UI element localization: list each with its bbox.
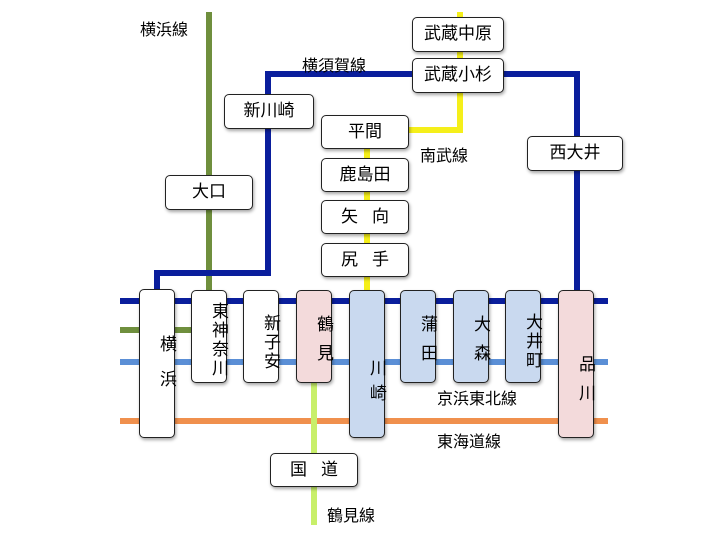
station-omori: 大森: [453, 290, 490, 383]
station-yokohama: 横浜: [139, 289, 176, 438]
label-nambu-line: 南武線: [420, 146, 469, 165]
label-yokosuka-line: 横須賀線: [302, 56, 367, 75]
label-yokohama-line: 横浜線: [140, 20, 189, 39]
station-shitte: 尻手: [321, 243, 409, 277]
station-shin-koyasu: 新子安: [243, 290, 280, 383]
station-kashimada: 鹿島田: [321, 158, 409, 192]
station-nishi-oi: 西大井: [527, 136, 623, 171]
station-hirama: 平間: [321, 115, 409, 149]
yokosuka-line: [154, 71, 580, 292]
station-kokudo: 国道: [270, 453, 358, 487]
station-kawasaki: 川崎: [349, 290, 386, 438]
station-kamata: 蒲田: [400, 290, 437, 383]
station-shin-kawasaki: 新川崎: [224, 94, 314, 129]
station-tsurumi: 鶴見: [296, 290, 333, 383]
station-higashi-kanagawa: 東神奈川: [191, 290, 228, 383]
station-musashi-nakahara: 武蔵中原: [412, 17, 504, 52]
station-oimachi: 大井町: [505, 290, 542, 383]
station-ooguchi: 大口: [165, 175, 253, 210]
label-keihin-tohoku-line: 京浜東北線: [437, 389, 518, 408]
label-tokaido-line: 東海道線: [437, 432, 502, 451]
station-musashi-kosugi: 武蔵小杉: [412, 58, 504, 93]
station-shinagawa: 品川: [558, 290, 595, 438]
label-tsurumi-line: 鶴見線: [327, 506, 376, 525]
station-yako: 矢向: [321, 200, 409, 234]
